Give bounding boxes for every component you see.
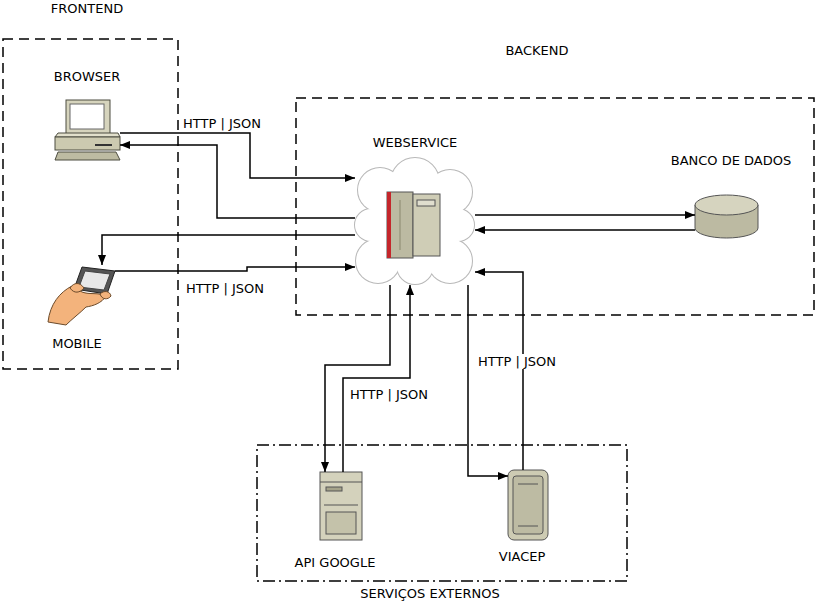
region-border [257, 445, 627, 581]
arrowhead [120, 141, 130, 149]
arrowhead [406, 285, 414, 295]
server-icon [508, 470, 548, 540]
cloud-shape [355, 158, 474, 284]
server-icon [387, 192, 440, 258]
connector [115, 263, 355, 271]
node-label: VIACEP [499, 549, 546, 564]
mobile-icon: MOBILE [48, 265, 115, 325]
connector-line [120, 145, 355, 218]
arrowhead [345, 263, 355, 271]
region-heading: SERVIÇOS EXTERNOS [360, 586, 500, 601]
connector-line [468, 285, 508, 476]
connector [343, 285, 414, 472]
database-node: BANCO DE DADOS [695, 195, 758, 238]
connector [120, 141, 355, 218]
node-label: BANCO DE DADOS [671, 153, 792, 168]
connector-label: HTTP | JSON [181, 116, 263, 131]
external-services-region: SERVIÇOS EXTERNOSAPI GOOGLEVIACEP [256, 444, 628, 582]
connector [98, 235, 355, 265]
connector-label: HTTP | JSON [184, 281, 266, 296]
computer-icon [55, 100, 120, 160]
connector-line [102, 235, 355, 265]
connector [120, 133, 355, 182]
connector-line [475, 214, 695, 216]
handheld-icon [48, 267, 115, 325]
database-cylinder [695, 195, 758, 238]
arrowhead [345, 174, 355, 182]
connector-line [115, 267, 355, 271]
arrowhead [685, 211, 695, 219]
node-label: MOBILE [52, 336, 102, 351]
arrowhead [475, 268, 485, 276]
arrowhead [498, 472, 508, 480]
node-label: WEBSERVICE [373, 135, 458, 150]
server-icon [320, 472, 362, 540]
connector-label: HTTP | JSON [476, 354, 558, 369]
connector [475, 226, 695, 234]
connector-label: HTTP | JSON [348, 387, 430, 402]
api-server: API GOOGLE [320, 472, 362, 540]
region-outline [295, 97, 815, 316]
viacep-server: VIACEP [508, 470, 548, 540]
browser-icon: BROWSER [55, 100, 120, 160]
connector-line [475, 229, 695, 231]
connector-line [475, 272, 523, 470]
connector-line [120, 133, 355, 178]
node-label: API GOOGLE [295, 555, 376, 570]
connector [475, 211, 695, 219]
backend-region: BACKENDWEBSERVICEBANCO DE DADOS [295, 97, 815, 316]
arrowhead [475, 226, 485, 234]
connector-line [343, 285, 410, 472]
region-heading: FRONTEND [51, 1, 123, 16]
region-heading: BACKEND [505, 43, 568, 58]
node-label: BROWSER [54, 69, 121, 84]
arrowhead [98, 255, 106, 265]
webservice-node: WEBSERVICE [355, 160, 475, 285]
region-border [296, 98, 814, 315]
region-outline [2, 38, 179, 370]
connector [475, 268, 523, 470]
region-border [3, 39, 178, 369]
arrowhead [321, 462, 329, 472]
frontend-region: FRONTENDBROWSERMOBILE [2, 38, 179, 370]
